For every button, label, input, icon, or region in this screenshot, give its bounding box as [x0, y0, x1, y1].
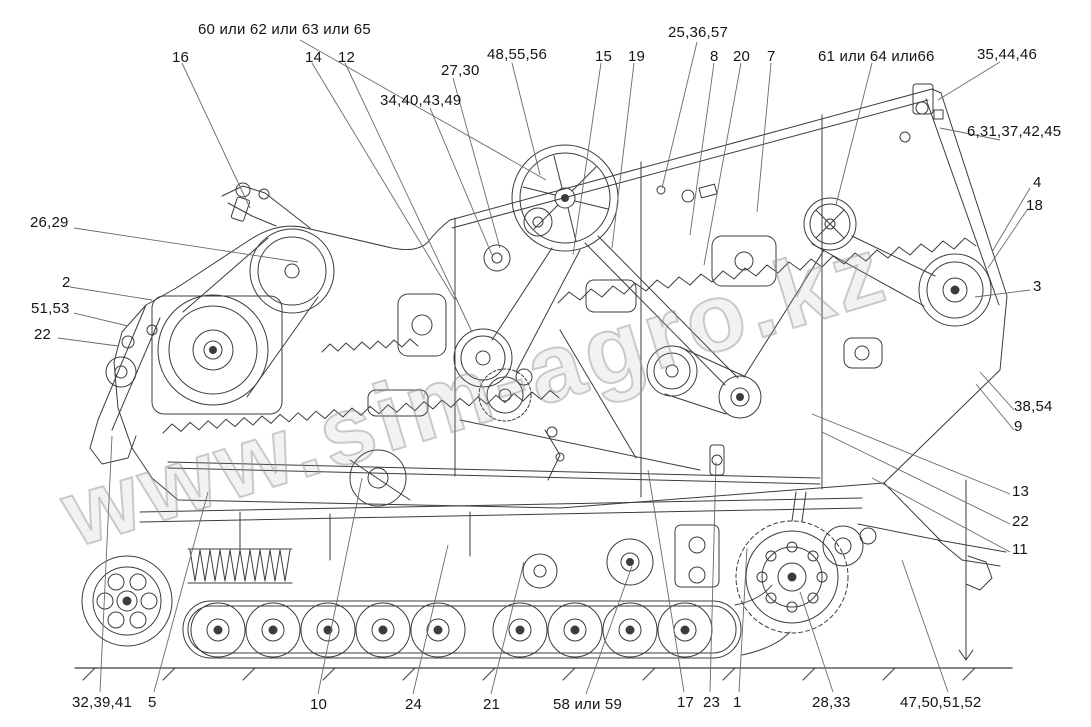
part-callout: 22 — [1012, 513, 1030, 530]
part-callout: 24 — [405, 696, 423, 713]
part-callout: 34,40,43,49 — [380, 92, 462, 109]
part-callout: 10 — [310, 696, 328, 713]
part-callout: 7 — [767, 48, 776, 65]
part-callout: 47,50,51,52 — [900, 694, 982, 711]
part-callout: 22 — [34, 326, 52, 343]
part-callout: 19 — [628, 48, 646, 65]
part-callout: 14 — [305, 49, 323, 66]
part-callout: 25,36,57 — [668, 24, 728, 41]
part-callout: 8 — [710, 48, 719, 65]
part-callout: 20 — [733, 48, 751, 65]
part-callout: 38,54 — [1014, 398, 1053, 415]
part-callout: 23 — [703, 694, 721, 711]
part-callout: 27,30 — [441, 62, 480, 79]
part-callout: 2 — [62, 274, 71, 291]
part-callout: 28,33 — [812, 694, 851, 711]
part-callout: 15 — [595, 48, 613, 65]
part-callout: 12 — [338, 49, 356, 66]
part-callout: 61 или 64 или66 — [818, 48, 935, 65]
part-callout: 11 — [1012, 541, 1028, 558]
part-callout: 21 — [483, 696, 501, 713]
part-callout: 48,55,56 — [487, 46, 547, 63]
part-callout: 58 или 59 — [553, 696, 623, 713]
part-callout: 9 — [1014, 418, 1023, 435]
part-callout: 13 — [1012, 483, 1030, 500]
part-callout: 3 — [1033, 278, 1042, 295]
part-callout: 26,29 — [30, 214, 69, 231]
part-callout: 16 — [172, 49, 190, 66]
part-callout: 18 — [1026, 197, 1044, 214]
leader-lines — [57, 39, 1031, 695]
part-callout: 51,53 — [31, 300, 70, 317]
part-callout: 60 или 62 или 63 или 65 — [198, 21, 371, 38]
part-callout: 32,39,41 — [72, 694, 132, 711]
part-callout: 1 — [733, 694, 742, 711]
part-callout: 35,44,46 — [977, 46, 1037, 63]
part-callout: 6,31,37,42,45 — [967, 123, 1062, 140]
part-callout: 4 — [1033, 174, 1042, 191]
part-callout: 5 — [148, 694, 157, 711]
part-callout: 17 — [677, 694, 695, 711]
